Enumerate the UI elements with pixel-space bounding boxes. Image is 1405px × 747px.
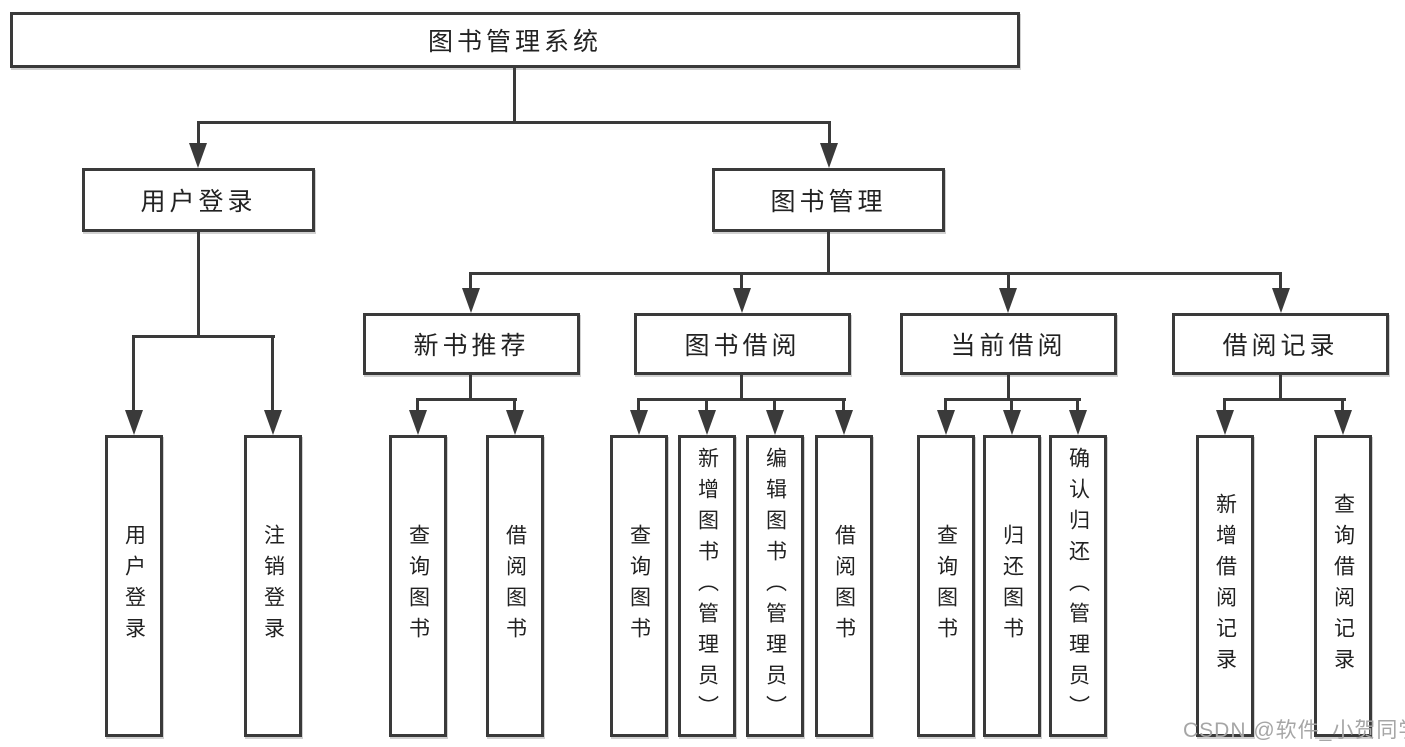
leaf-return-book: 归还图书 <box>983 435 1041 737</box>
connector-line <box>1223 398 1226 412</box>
connector-line <box>842 398 845 412</box>
connector-line <box>1341 398 1344 412</box>
leaf-label: 用户登录 <box>122 524 146 648</box>
leaf-user-login: 用户登录 <box>105 435 163 737</box>
connector-line <box>1007 375 1010 401</box>
arrow-down-icon <box>1334 410 1352 435</box>
connector-line <box>197 232 200 338</box>
node-current-borrow: 当前借阅 <box>900 313 1117 375</box>
leaf-label: 新增借阅记录 <box>1213 493 1237 679</box>
node-borrow-records: 借阅记录 <box>1172 313 1389 375</box>
node-root: 图书管理系统 <box>10 12 1020 68</box>
connector-line <box>1279 375 1282 401</box>
connector-line <box>513 398 516 412</box>
connector-line <box>469 375 472 401</box>
connector-line <box>1010 398 1013 412</box>
connector-line <box>197 121 831 124</box>
arrow-down-icon <box>125 410 143 435</box>
arrow-down-icon <box>409 410 427 435</box>
connector-line <box>132 335 135 412</box>
connector-line <box>828 121 831 147</box>
arrow-down-icon <box>630 410 648 435</box>
leaf-add-book-admin: 新增图书（管理员） <box>678 435 736 737</box>
connector-line <box>705 398 708 412</box>
arrow-down-icon <box>1069 410 1087 435</box>
node-user-login: 用户登录 <box>82 168 315 232</box>
node-book-management: 图书管理 <box>712 168 945 232</box>
leaf-label: 确认归还（管理员） <box>1066 446 1090 726</box>
arrow-down-icon <box>1216 410 1234 435</box>
leaf-label: 新增图书（管理员） <box>695 446 719 726</box>
leaf-label: 编辑图书（管理员） <box>763 446 787 726</box>
leaf-label: 查询图书 <box>406 524 430 648</box>
leaf-label: 注销登录 <box>261 524 285 648</box>
leaf-label: 借阅图书 <box>832 524 856 648</box>
leaf-borrow-books: 借阅图书 <box>815 435 873 737</box>
connector-line <box>637 398 846 401</box>
connector-line <box>1076 398 1079 412</box>
arrow-down-icon <box>766 410 784 435</box>
connector-line <box>513 68 516 121</box>
arrow-down-icon <box>462 288 480 313</box>
arrow-down-icon <box>506 410 524 435</box>
arrow-down-icon <box>733 288 751 313</box>
arrow-down-icon <box>1272 288 1290 313</box>
connector-line <box>469 272 472 290</box>
node-new-book-recommend: 新书推荐 <box>363 313 580 375</box>
arrow-down-icon <box>835 410 853 435</box>
leaf-query-books-borrow: 查询图书 <box>610 435 668 737</box>
leaf-confirm-return-admin: 确认归还（管理员） <box>1049 435 1107 737</box>
leaf-borrow-books-recommend: 借阅图书 <box>486 435 544 737</box>
leaf-label: 借阅图书 <box>503 524 527 648</box>
connector-line <box>773 398 776 412</box>
arrow-down-icon <box>999 288 1017 313</box>
connector-line <box>197 121 200 147</box>
leaf-query-borrow-record: 查询借阅记录 <box>1314 435 1372 737</box>
arrow-down-icon <box>820 143 838 168</box>
connector-line <box>1279 272 1282 290</box>
arrow-down-icon <box>1003 410 1021 435</box>
leaf-label: 查询图书 <box>627 524 651 648</box>
leaf-label: 归还图书 <box>1000 524 1024 648</box>
connector-line <box>416 398 419 412</box>
leaf-query-books-current: 查询图书 <box>917 435 975 737</box>
leaf-query-books-recommend: 查询图书 <box>389 435 447 737</box>
leaf-edit-book-admin: 编辑图书（管理员） <box>746 435 804 737</box>
connector-line <box>469 272 1282 275</box>
connector-line <box>271 335 274 412</box>
connector-line <box>416 398 517 401</box>
connector-line <box>740 272 743 290</box>
connector-line <box>944 398 947 412</box>
arrow-down-icon <box>264 410 282 435</box>
arrow-down-icon <box>937 410 955 435</box>
connector-line <box>827 232 830 275</box>
connector-line <box>1007 272 1010 290</box>
connector-line <box>637 398 640 412</box>
leaf-logout: 注销登录 <box>244 435 302 737</box>
node-book-borrow: 图书借阅 <box>634 313 851 375</box>
connector-line <box>740 375 743 401</box>
connector-line <box>1223 398 1346 401</box>
watermark-text: CSDN @软件_小贺同学 <box>1183 719 1405 742</box>
leaf-add-borrow-record: 新增借阅记录 <box>1196 435 1254 737</box>
leaf-label: 查询借阅记录 <box>1331 493 1355 679</box>
connector-line <box>132 335 275 338</box>
leaf-label: 查询图书 <box>934 524 958 648</box>
arrow-down-icon <box>189 143 207 168</box>
arrow-down-icon <box>698 410 716 435</box>
